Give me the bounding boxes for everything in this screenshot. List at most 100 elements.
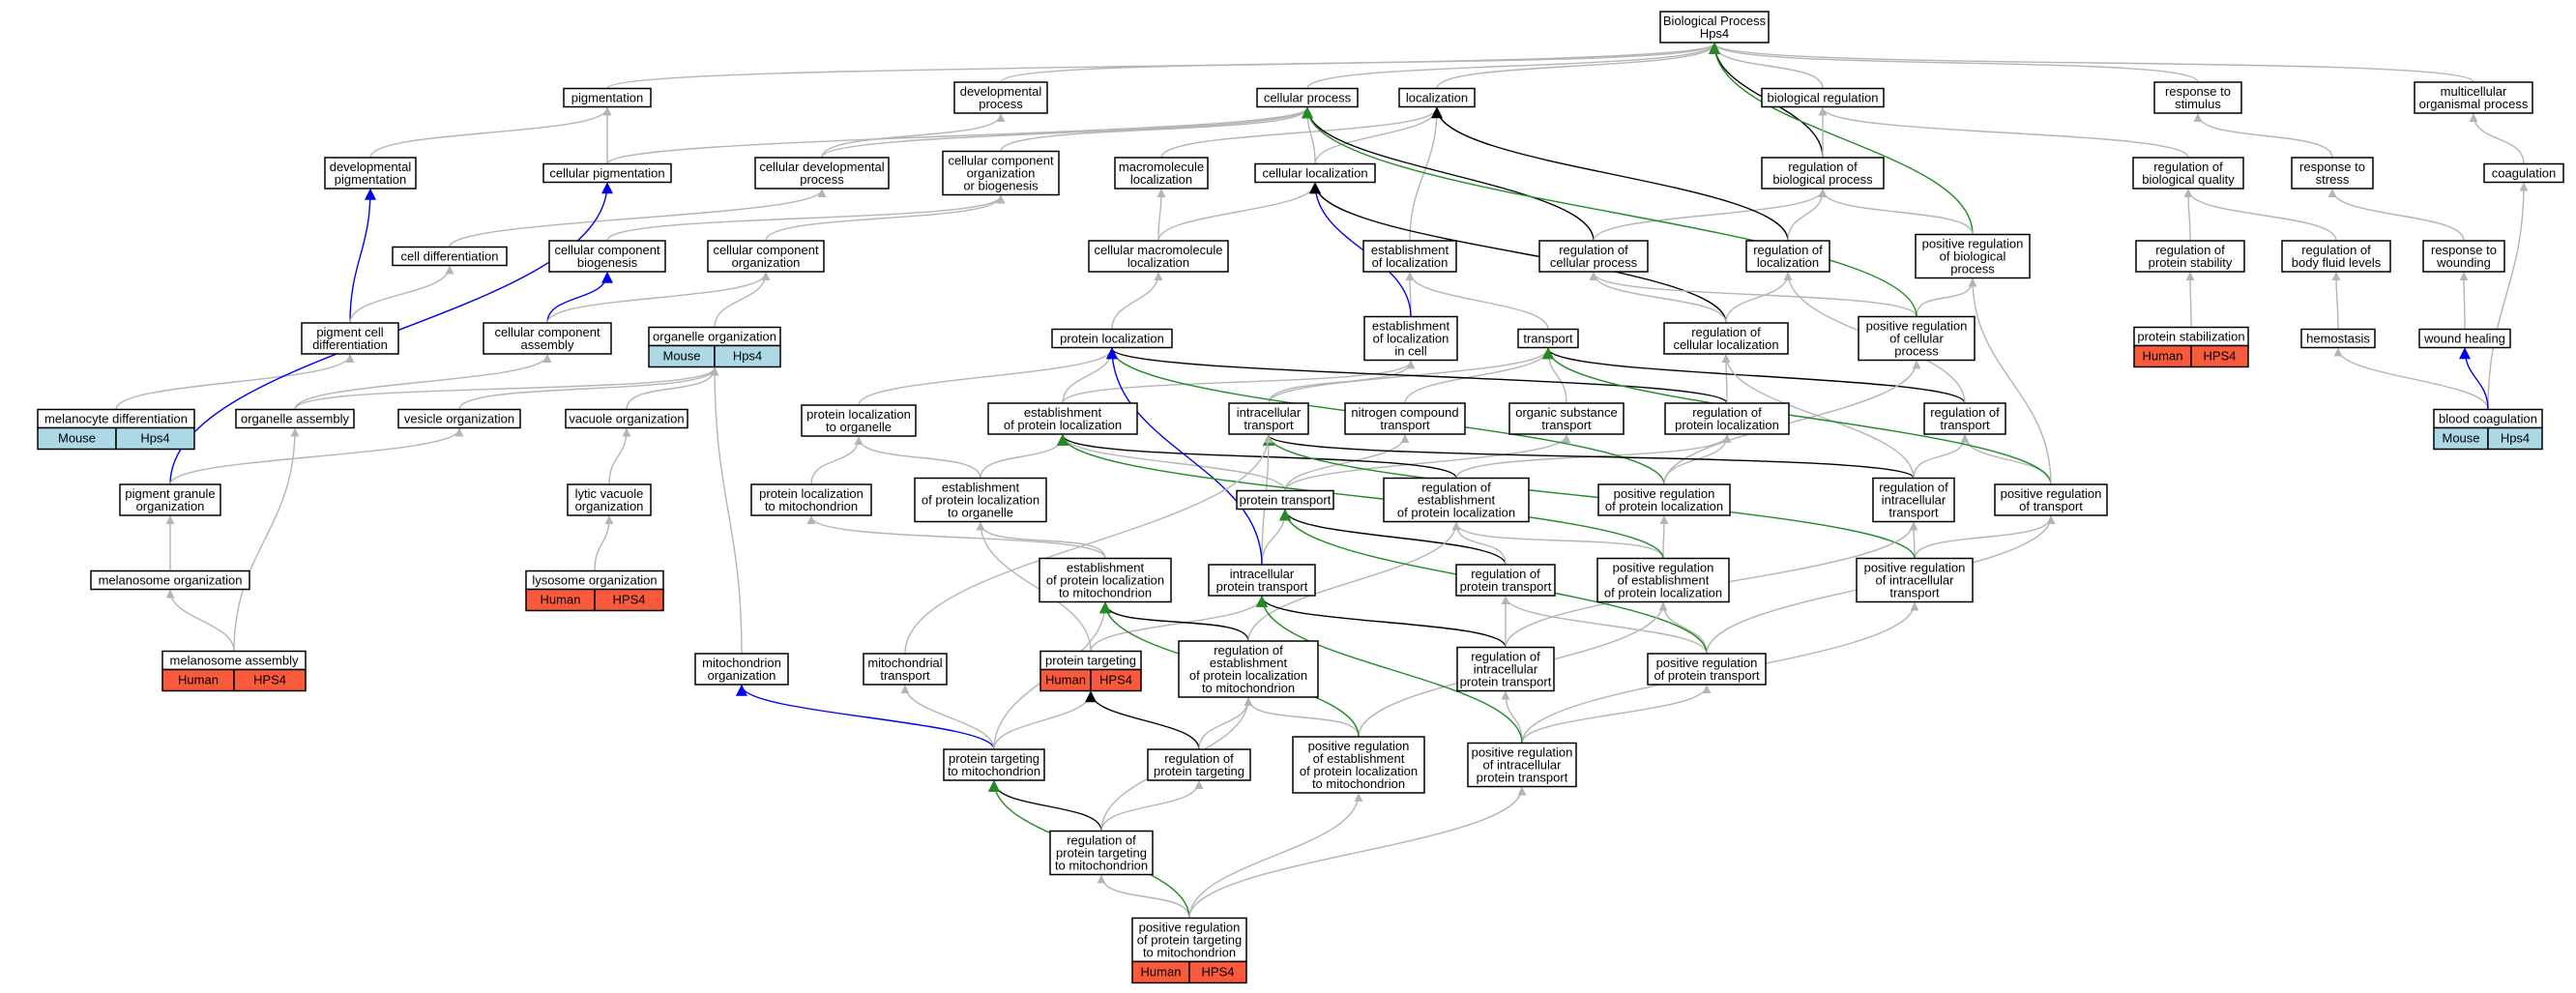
- node-pigmentation[interactable]: pigmentation: [563, 87, 652, 108]
- node-coag[interactable]: coagulation: [2483, 162, 2564, 184]
- node-label-line: positive regulation: [1614, 486, 1715, 501]
- node-label-line: regulation of: [1471, 567, 1540, 581]
- node-vesorg[interactable]: vesicle organization: [397, 408, 521, 429]
- node-localization[interactable]: localization: [1398, 87, 1476, 108]
- node-transport[interactable]: transport: [1517, 328, 1579, 349]
- node-label-line: pigmentation: [571, 91, 643, 105]
- node-woundheal[interactable]: wound healing: [2418, 328, 2511, 349]
- node-label-line: establishment: [1372, 319, 1450, 334]
- node-orgassembly[interactable]: organelle assembly: [235, 408, 355, 429]
- node-prottrans[interactable]: protein transport: [1236, 489, 1334, 511]
- node-melanoorg[interactable]: melanosome organization: [90, 570, 250, 591]
- node-cellpig[interactable]: cellular pigmentation: [542, 162, 672, 184]
- edge-vesorg-to-orgorg: [458, 366, 719, 410]
- node-bioreg[interactable]: biological regulation: [1761, 87, 1885, 108]
- node-hemostasis[interactable]: hemostasis: [2300, 328, 2376, 349]
- node-box: [750, 483, 872, 516]
- node-label-line: protein targeting: [1154, 764, 1244, 778]
- node-protloc[interactable]: protein localization: [1051, 328, 1173, 349]
- node-label-line: process: [979, 97, 1023, 111]
- node-cellloc[interactable]: cellular localization: [1254, 162, 1376, 184]
- node-label-line: regulation of: [1559, 243, 1628, 257]
- edge-devpig-to-pigmentation: [369, 106, 612, 159]
- node-label-line: lysosome organization: [532, 573, 657, 588]
- node-label-line: to mitochondrion: [1202, 681, 1295, 695]
- node-celldiff[interactable]: cell differentiation: [392, 246, 508, 267]
- node-label-line: of protein localization: [1397, 506, 1515, 520]
- node-label-line: protein localization: [806, 407, 911, 422]
- node-vacorg[interactable]: vacuole organization: [565, 408, 688, 429]
- node-cellproc[interactable]: cellular process: [1256, 87, 1359, 108]
- node-label-line: regulation of: [1214, 643, 1283, 657]
- edge-estprotloctoorg-to-protloctoorg: [854, 436, 981, 479]
- edge-ccbio-to-ccorgbio: [606, 194, 1006, 242]
- node-box: [324, 157, 417, 190]
- edge-lysoorg-to-lyticvac: [594, 515, 614, 571]
